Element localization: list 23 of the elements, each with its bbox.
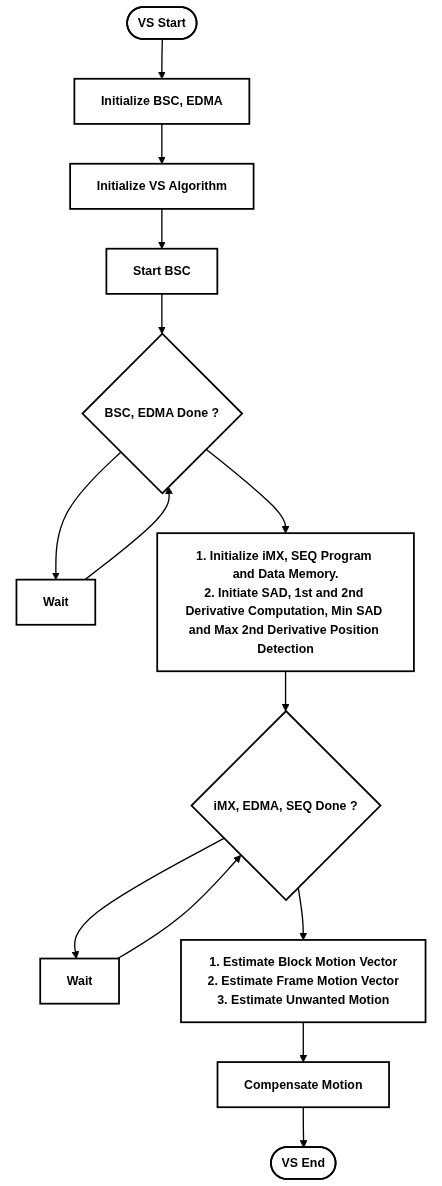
node-diamond: iMX, EDMA, SEQ Done ? <box>190 709 382 902</box>
arrow <box>299 1021 308 1063</box>
node-box: Initialize BSC, EDMA <box>73 77 251 125</box>
node-box: 1. Estimate Block Motion Vector 2. Estimate Frame Motion Vector 3. Estimate Unwanted Motion <box>180 939 427 1024</box>
arrow <box>71 837 225 959</box>
node-box: Initialize VS Algorithm <box>69 162 255 210</box>
arrow <box>205 448 290 534</box>
arrow <box>299 1106 308 1148</box>
arrow <box>84 486 173 581</box>
node-diamond: BSC, EDMA Done ? <box>81 332 244 495</box>
arrow <box>157 123 166 165</box>
node-box: Wait <box>39 957 120 1005</box>
arrow <box>281 670 290 712</box>
arrow <box>297 886 308 941</box>
arrow <box>117 855 242 960</box>
node-box: Wait <box>15 578 97 626</box>
node-box: 1. Initialize iMX, SEQ Program and Data Memory. 2. Initiate SAD, 1st and 2nd Derivative Computation, Min SAD and Max 2nd Derivative Position Detection <box>156 532 415 673</box>
node-box: Start BSC <box>105 247 219 295</box>
node-box: Compensate Motion <box>216 1061 390 1109</box>
arrow <box>157 208 166 250</box>
arrow <box>157 293 166 335</box>
arrow <box>51 451 122 580</box>
arrow <box>157 38 166 80</box>
